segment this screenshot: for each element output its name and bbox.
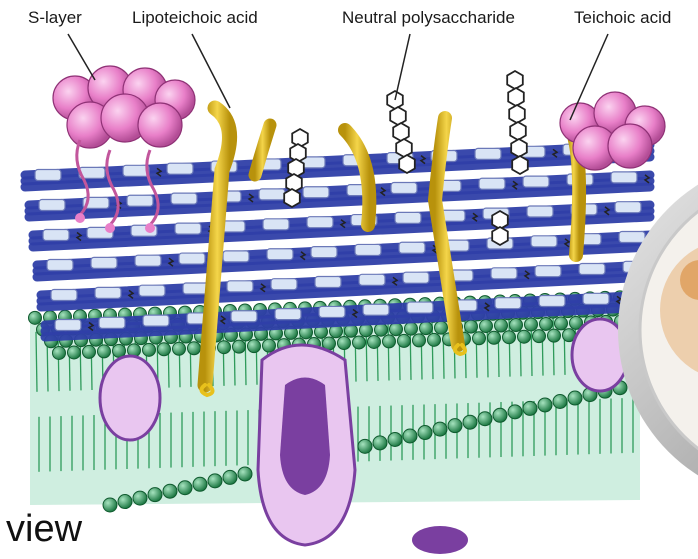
label-s-layer: S-layer — [28, 8, 82, 28]
caption-view: view — [6, 508, 82, 551]
label-lipoteichoic-acid: Lipoteichoic acid — [132, 8, 258, 28]
label-neutral-polysaccharide: Neutral polysaccharide — [342, 8, 515, 28]
peptidoglycan-layers — [25, 142, 661, 337]
lipoteichoic-acid-chain-2 — [345, 130, 369, 225]
membrane-protein-left — [100, 356, 160, 440]
label-teichoic-acid: Teichoic acid — [574, 8, 671, 28]
